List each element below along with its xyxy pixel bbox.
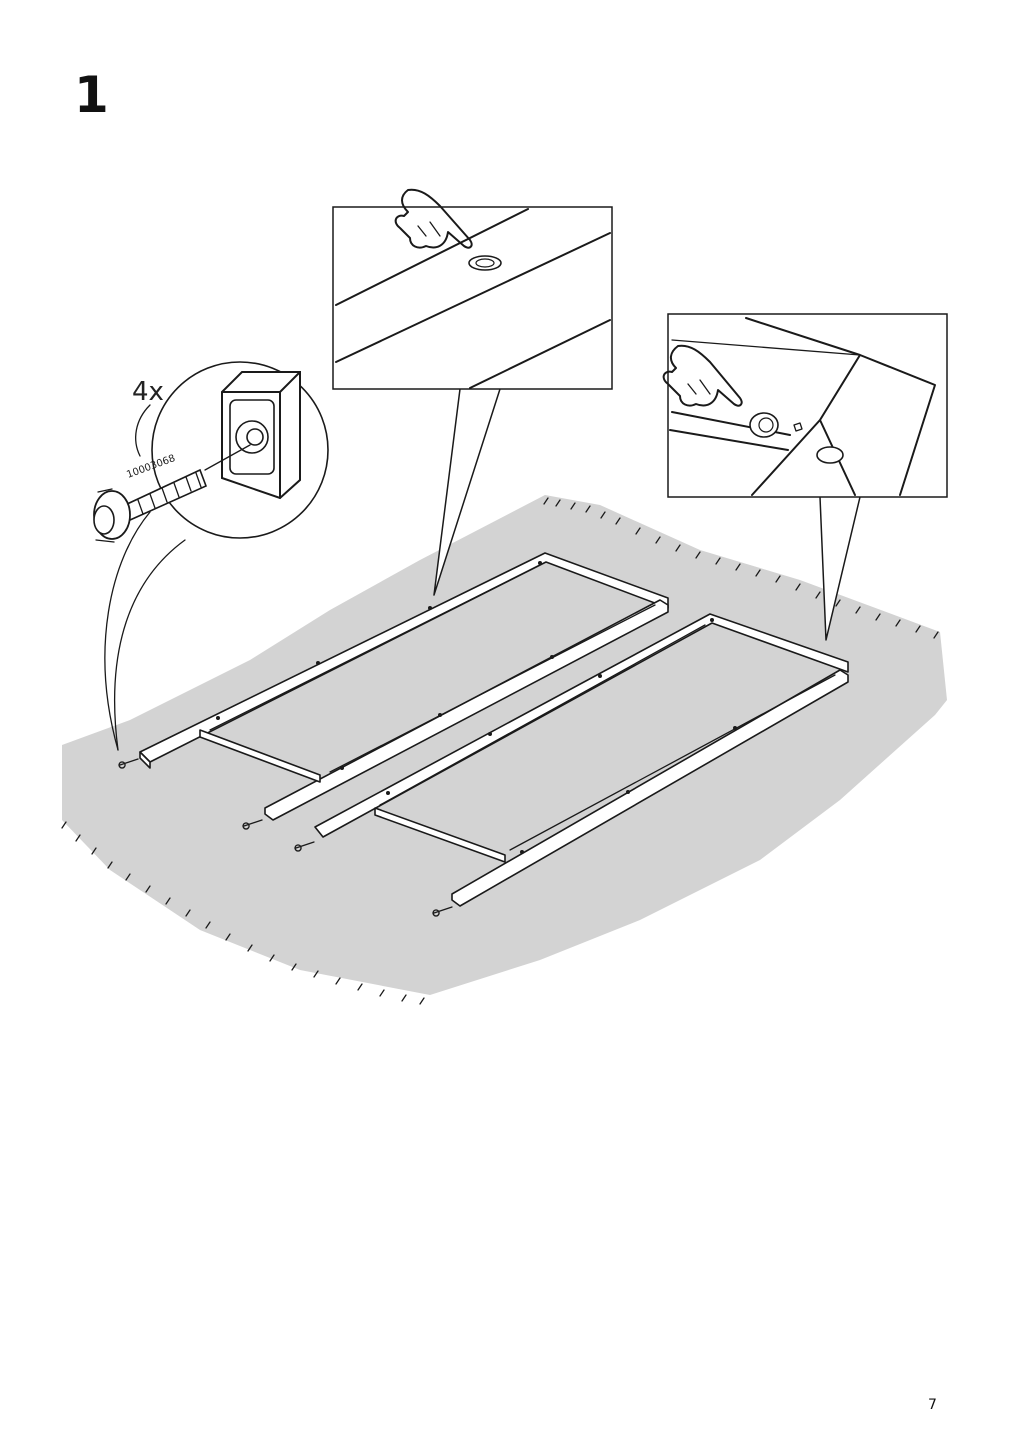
corner-hole-callout [662,313,948,641]
screw-icon [118,758,453,917]
mat-fringe-bottom [61,821,425,1005]
floor-mat [61,495,947,1005]
frame-right [314,613,849,907]
mat-fringe-top [543,497,939,639]
rail-hole-callout [332,188,613,596]
page-number: 7 [928,1397,937,1413]
frame-left [139,552,669,821]
quantity-label: 4x [132,377,164,407]
leg-tube [221,371,301,500]
foot-detail-callout: 4x 10003068 [93,361,329,751]
step-number: 1 [74,66,109,124]
adjustable-foot-icon [93,444,251,543]
pointing-hand-icon [394,188,473,249]
pointing-hand-icon [662,344,743,407]
